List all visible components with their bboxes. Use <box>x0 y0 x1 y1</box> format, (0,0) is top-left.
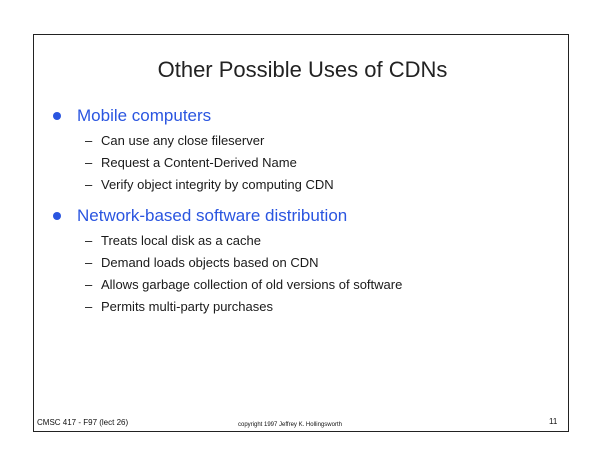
dash-icon: – <box>85 277 93 292</box>
bullet-heading: Network-based software distribution <box>77 206 348 225</box>
sub-list: – Can use any close fileserver – Request… <box>53 133 575 199</box>
dash-icon: – <box>85 255 93 270</box>
dash-icon: – <box>85 233 93 248</box>
list-item: – Verify object integrity by computing C… <box>53 177 575 199</box>
list-item: – Demand loads objects based on CDN <box>53 255 575 277</box>
list-item-text: Treats local disk as a cache <box>101 233 261 248</box>
bullet-heading-row: Network-based software distribution <box>53 206 575 228</box>
dash-icon: – <box>85 133 93 148</box>
list-item-text: Demand loads objects based on CDN <box>101 255 319 270</box>
list-item-text: Allows garbage collection of old version… <box>101 277 403 292</box>
list-item: – Permits multi-party purchases <box>53 299 575 321</box>
list-item: – Can use any close fileserver <box>53 133 575 155</box>
section-network-distribution: Network-based software distribution – Tr… <box>53 206 575 321</box>
dash-icon: – <box>85 299 93 314</box>
bullet-dot-icon <box>53 212 61 220</box>
section-mobile-computers: Mobile computers – Can use any close fil… <box>53 106 575 199</box>
list-item-text: Permits multi-party purchases <box>101 299 273 314</box>
sub-list: – Treats local disk as a cache – Demand … <box>53 233 575 321</box>
bullet-heading-row: Mobile computers <box>53 106 575 128</box>
list-item-text: Can use any close fileserver <box>101 133 265 148</box>
slide-frame <box>33 34 569 432</box>
list-item: – Allows garbage collection of old versi… <box>53 277 575 299</box>
list-item-text: Verify object integrity by computing CDN <box>101 177 334 192</box>
footer-course-label: CMSC 417 - F97 (lect 26) <box>37 418 129 427</box>
bullet-heading: Mobile computers <box>77 106 212 125</box>
list-item: – Request a Content-Derived Name <box>53 155 575 177</box>
list-item-text: Request a Content-Derived Name <box>101 155 297 170</box>
footer-copyright: copyright 1997 Jeffrey K. Hollingsworth <box>238 422 342 428</box>
footer-page-number: 11 <box>549 417 558 426</box>
dash-icon: – <box>85 177 93 192</box>
slide-title: Other Possible Uses of CDNs <box>157 57 448 82</box>
dash-icon: – <box>85 155 93 170</box>
bullet-dot-icon <box>53 112 61 120</box>
list-item: – Treats local disk as a cache <box>53 233 575 255</box>
